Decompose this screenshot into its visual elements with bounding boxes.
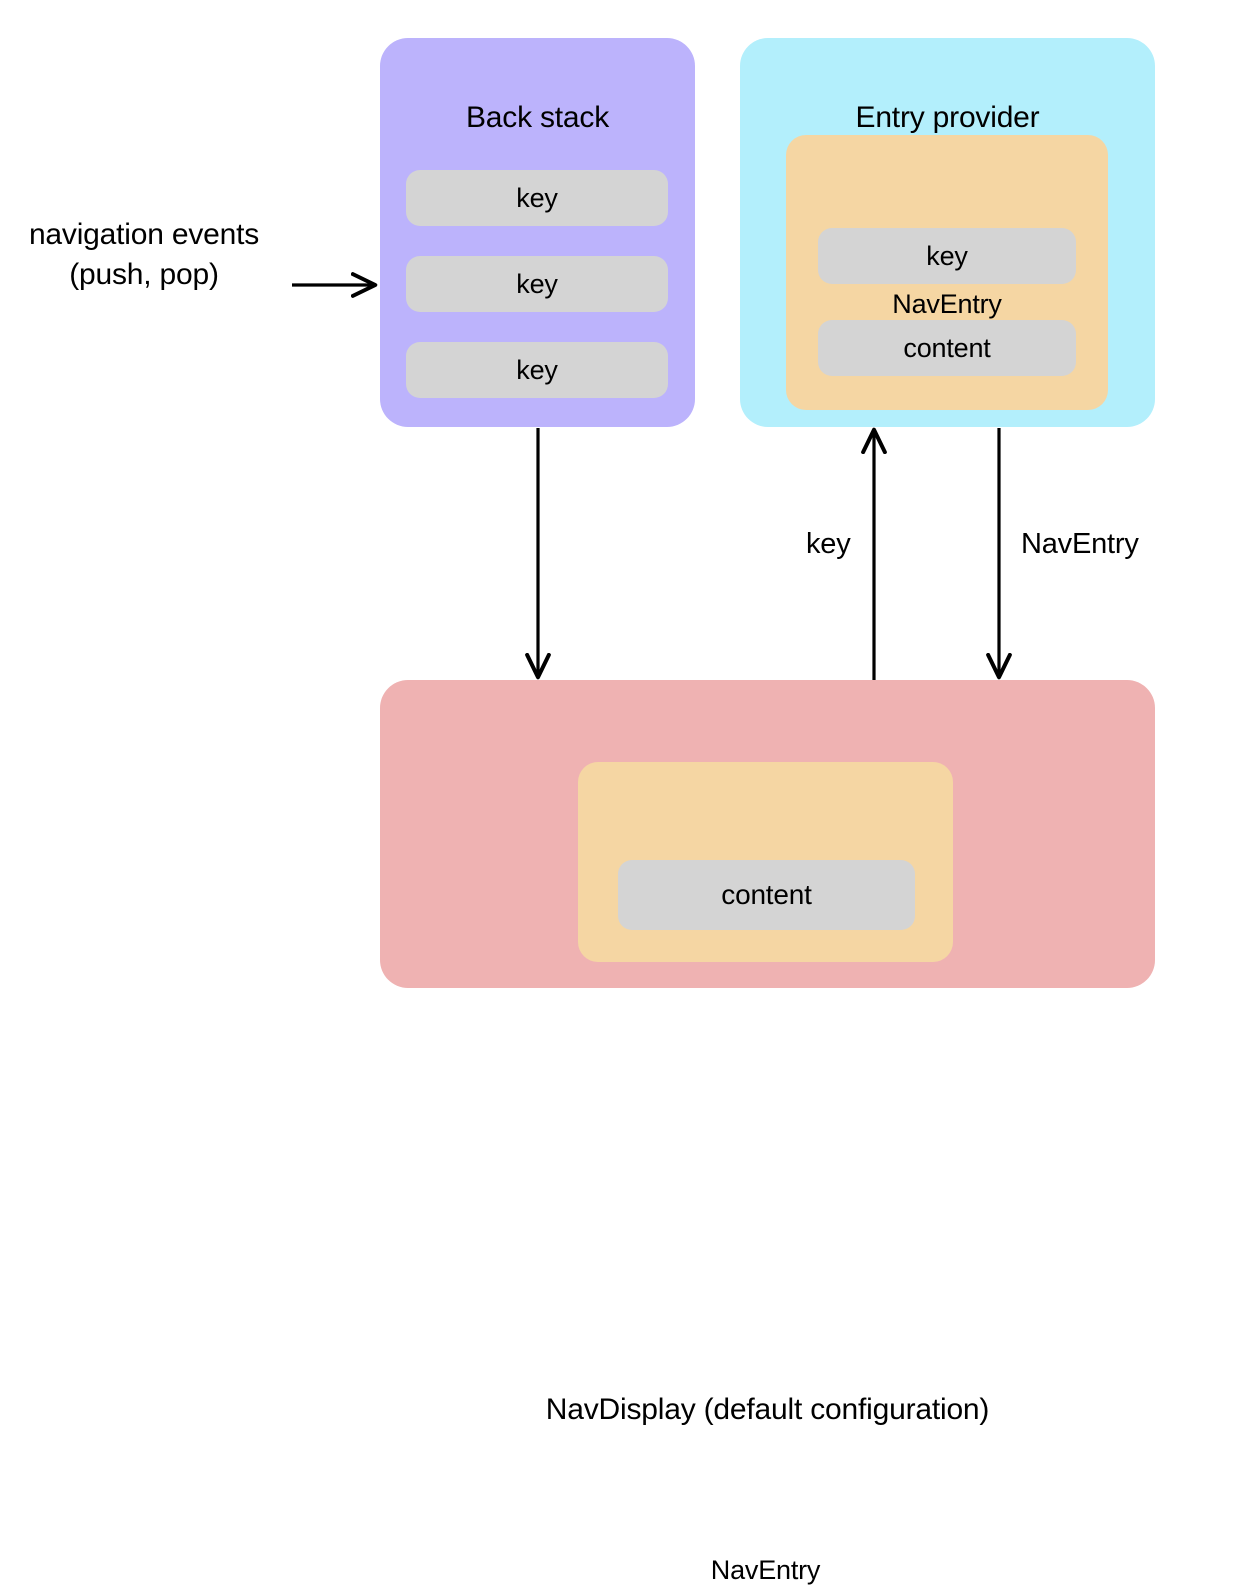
entry-provider-content-chip: content [818, 320, 1076, 376]
navigation-events-line1: navigation events [28, 218, 260, 251]
back-stack-key-chip: key [406, 342, 668, 398]
entry-provider-nav-entry-title: NavEntry [892, 289, 1002, 319]
entry-provider-title: Entry provider [855, 101, 1040, 134]
back-stack-key-chip: key [406, 170, 668, 226]
edge-label-key: key [806, 528, 851, 560]
nav-display-nav-entry-title: NavEntry [710, 1555, 821, 1585]
back-stack-key-chip: key [406, 256, 668, 312]
edge-label-naventry: NavEntry [1021, 528, 1139, 560]
nav-display-title: NavDisplay (default configuration) [545, 1393, 990, 1426]
navigation-events-line2: (push, pop) [69, 258, 219, 291]
entry-provider-key-chip: key [818, 228, 1076, 284]
nav-display-content-chip: content [618, 860, 915, 930]
navigation-events-label: navigation events (push, pop) [8, 215, 280, 295]
back-stack-title: Back stack [465, 101, 610, 134]
diagram-canvas: navigation events (push, pop) Back stack… [8, 38, 1155, 1585]
